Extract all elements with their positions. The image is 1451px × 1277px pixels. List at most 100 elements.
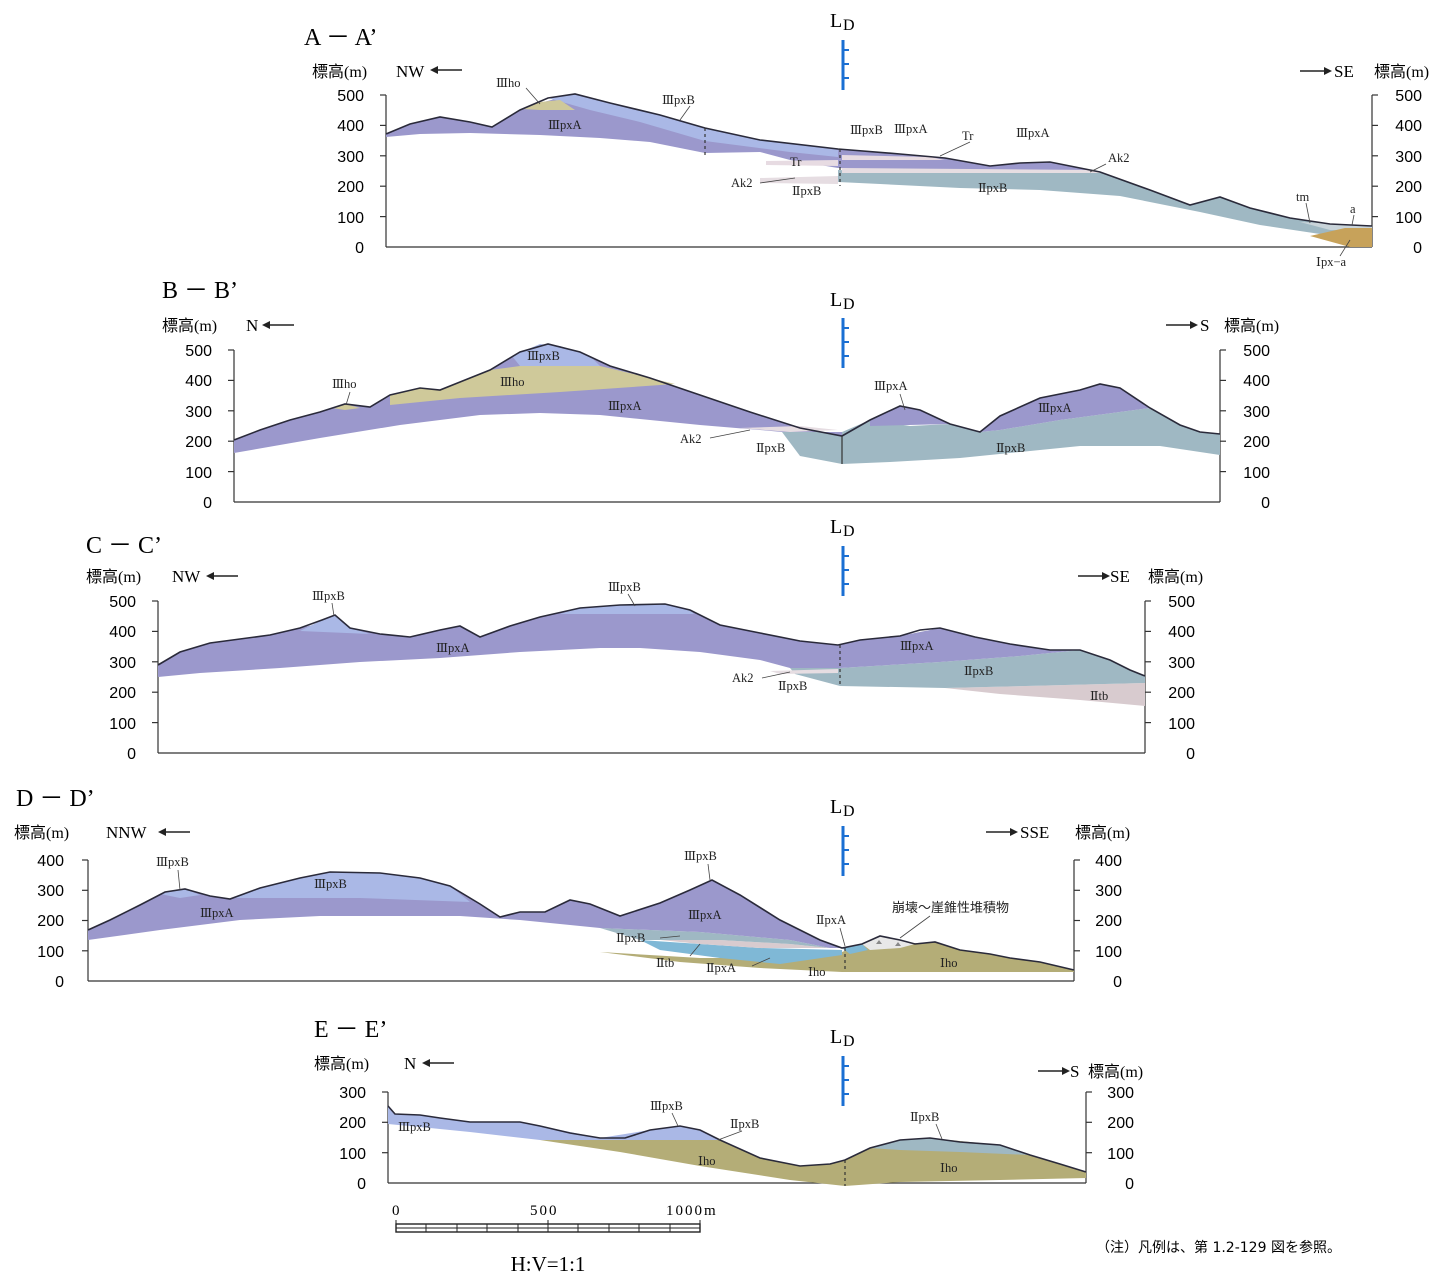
layer-IIIpxB-small (160, 889, 200, 898)
arrow-right-head (1062, 1067, 1070, 1075)
tick-label: 500 (1168, 594, 1195, 611)
label: ⅢpxB (608, 580, 641, 594)
label: Ⅰho (940, 956, 957, 970)
label: Ⅲho (500, 375, 525, 389)
tick-label: 500 (1395, 88, 1422, 105)
label: ⅢpxA (900, 639, 934, 653)
ld-marker (841, 318, 849, 368)
tick-label: 0 (55, 974, 64, 991)
section-a-dir-left: NW (396, 62, 425, 81)
ld-label: L (830, 289, 842, 311)
tick-label: 100 (185, 465, 212, 482)
label: Ⅰpx−a (1316, 255, 1346, 269)
layer-IIIpxA (158, 604, 1080, 677)
label: Ak2 (732, 671, 754, 685)
section-b-elev-right: 標高(m) (1224, 317, 1279, 335)
layer-Tr (766, 160, 838, 166)
layer-IIpxB (838, 164, 1372, 236)
layer-IIpxB (790, 650, 1145, 688)
layer-IIpxB (870, 1138, 1030, 1155)
label: ⅢpxA (894, 122, 928, 136)
ld-marker (841, 546, 849, 596)
tick-label: 500 (337, 88, 364, 105)
label: ⅢpxA (874, 379, 908, 393)
section-a-elev-left: 標高(m) (312, 63, 367, 81)
tick-label: 300 (37, 883, 64, 900)
tick-label: 400 (1243, 373, 1270, 390)
tick-label: 0 (203, 495, 212, 512)
tick-label: 200 (1095, 913, 1122, 930)
tick-label: 400 (109, 624, 136, 641)
tick-label: 100 (337, 210, 364, 227)
ld-subscript: D (843, 296, 855, 313)
layer-IIpxA-small (842, 944, 868, 954)
section-d-elev-right: 標高(m) (1075, 824, 1130, 842)
tick-label: 300 (185, 404, 212, 421)
tick-label: 200 (339, 1115, 366, 1132)
tick-label: 0 (357, 1176, 366, 1193)
tick-label: 100 (1095, 944, 1122, 961)
label: ⅢpxA (608, 399, 642, 413)
label: ⅡpxA (706, 961, 736, 975)
tick-label: 300 (1243, 404, 1270, 421)
arrow-left-head (430, 66, 438, 74)
tick-label: 200 (1395, 179, 1422, 196)
section-d: D － D’ 標高(m) NNW SSE 標高(m) 400 300 200 1… (14, 786, 1130, 991)
label: ⅢpxA (688, 908, 722, 922)
arrow-left-head (422, 1059, 430, 1067)
section-e-dir-right: S (1070, 1062, 1079, 1081)
label: ⅢpxB (156, 855, 189, 869)
layer-IItb (945, 683, 1145, 706)
tick-label: 400 (1095, 853, 1122, 870)
tick-label: 200 (109, 685, 136, 702)
tick-label: 0 (1186, 746, 1195, 763)
layer-IIIpxA-right (870, 406, 950, 426)
label: ⅢpxA (1038, 401, 1072, 415)
label: 崩壊～崖錐性堆積物 (892, 901, 1009, 916)
label: ⅡpxB (978, 181, 1007, 195)
layer-IIIpxA-right-2 (980, 384, 1150, 432)
layer-IIpxB (600, 928, 830, 948)
tick-label: 100 (1243, 465, 1270, 482)
label: a (1350, 202, 1356, 216)
ld-label: L (830, 516, 842, 538)
tick-label: 0 (355, 240, 364, 257)
ld-label: L (830, 10, 842, 32)
section-d-dir-right: SSE (1020, 823, 1049, 842)
label: ⅢpxB (527, 349, 560, 363)
ld-marker (841, 40, 849, 90)
label: ⅡpxB (996, 441, 1025, 455)
label: ⅢpxB (684, 849, 717, 863)
tick-label: 400 (1395, 118, 1422, 135)
layer-Ipx-a (1310, 228, 1372, 247)
section-c-dir-right: SE (1110, 567, 1130, 586)
tick-label: 300 (109, 655, 136, 672)
tick-label: 100 (339, 1146, 366, 1163)
layer-IIIpxB-2 (560, 604, 694, 614)
layer-IIIho (522, 100, 575, 110)
section-a-elev-right: 標高(m) (1374, 63, 1429, 81)
layer-IIIho (390, 366, 675, 405)
label: Tr (790, 155, 802, 169)
section-e-title: E － E’ (314, 1017, 387, 1043)
arrow-right-head (1010, 828, 1018, 836)
tick-label: 200 (37, 913, 64, 930)
arrow-left-head (262, 321, 270, 329)
layer-IIIho-small (332, 404, 360, 410)
label: ⅡpxB (730, 1117, 759, 1131)
layer-IIpxB (782, 408, 1220, 464)
topography-line (385, 93, 1373, 227)
topography-line (157, 603, 1146, 677)
label: ⅢpxB (312, 589, 345, 603)
section-a-dir-right: SE (1334, 62, 1354, 81)
section-d-title: D － D’ (16, 786, 95, 812)
layer-IIIpxB (512, 344, 600, 366)
label: ⅢpxB (314, 877, 347, 891)
tick-label: 500 (1243, 343, 1270, 360)
ld-subscript: D (843, 803, 855, 820)
label: ⅢpxA (436, 641, 470, 655)
debris-symbols (876, 940, 901, 946)
layer-IIIpxB (232, 872, 470, 902)
section-b-elev-left: 標高(m) (162, 317, 217, 335)
